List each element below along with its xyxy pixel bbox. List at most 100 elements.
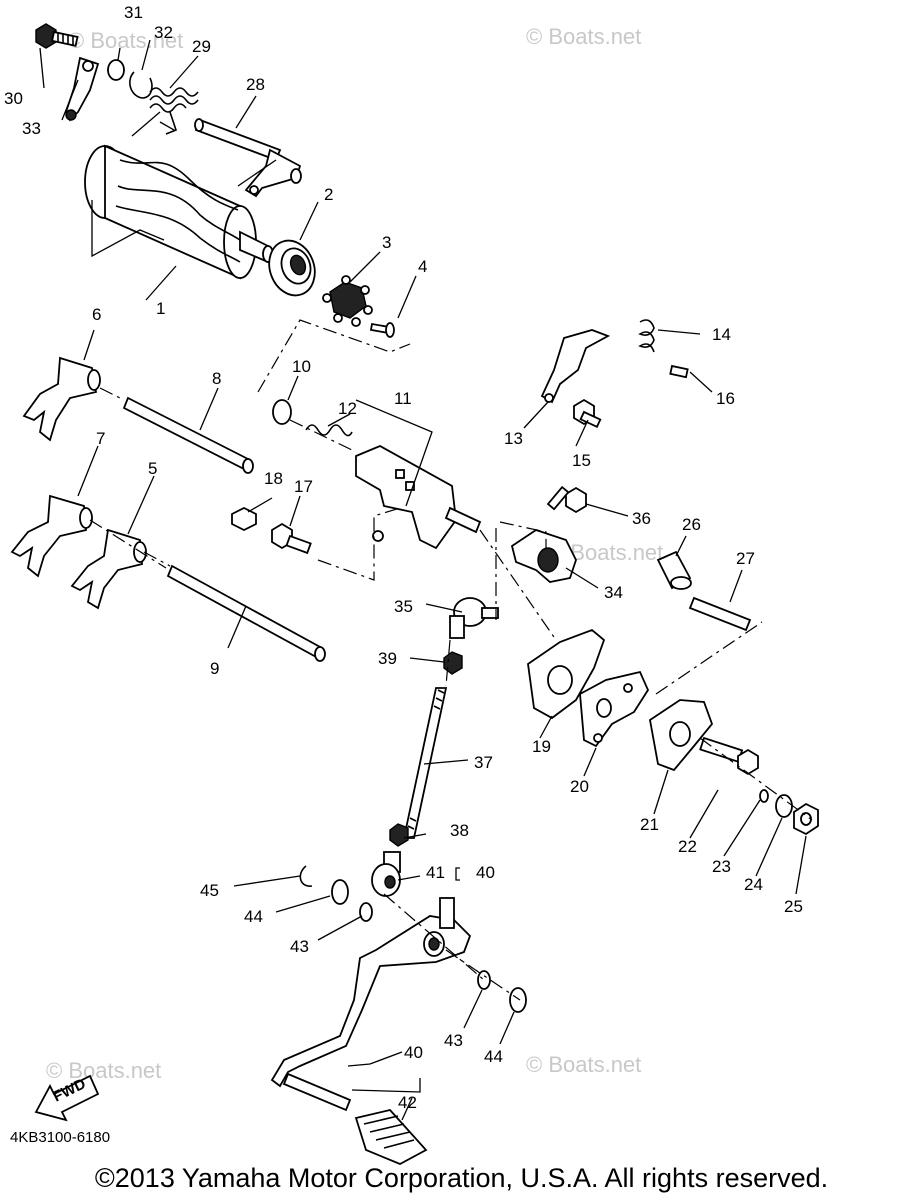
part-25-nut: [793, 802, 819, 836]
callout-3: 3: [382, 233, 391, 252]
callout-29: 29: [192, 37, 211, 56]
watermark-1: © Boats.net: [68, 28, 183, 53]
watermarks: © Boats.net © Boats.net © Boats.net © Bo…: [46, 24, 663, 1083]
part-42-pedal-rubber: [354, 1109, 428, 1165]
callout-21: 21: [640, 815, 659, 834]
callout-40-top: 40: [476, 863, 495, 882]
callout-1: 1: [156, 299, 165, 318]
part-38-nut: [389, 823, 409, 847]
callout-41: 41: [426, 863, 445, 882]
part-8-guide-bar: [122, 396, 254, 474]
part-30-bolt: [35, 23, 79, 49]
callout-18: 18: [264, 469, 283, 488]
part-4-screw: [369, 322, 395, 338]
part-34-joint: [510, 529, 577, 583]
part-43-oring-b: [477, 970, 491, 990]
fwd-arrow-icon: FWD: [34, 1074, 100, 1122]
part-16-pin: [669, 364, 689, 379]
part-11-shift-guide: [355, 445, 482, 550]
callout-17: 17: [294, 477, 313, 496]
part-43-oring-a: [359, 902, 373, 922]
callout-44-b: 44: [484, 1047, 503, 1066]
watermark-5: © Boats.net: [526, 1052, 641, 1077]
part-10-washer: [272, 399, 292, 425]
part-9-guide-bar: [166, 564, 326, 662]
part-12-spring: [305, 424, 353, 437]
callout-7: 7: [96, 429, 105, 448]
callout-33: 33: [22, 119, 41, 138]
callout-39: 39: [378, 649, 397, 668]
part-28-shift-shaft: [194, 118, 302, 198]
part-36-bolt: [546, 485, 587, 514]
callout-42: 42: [398, 1093, 417, 1112]
callout-38: 38: [450, 821, 469, 840]
part-5-shift-fork: [70, 528, 147, 610]
callout-8: 8: [212, 369, 221, 388]
callout-37: 37: [474, 753, 493, 772]
callout-4: 4: [418, 257, 427, 276]
callout-15: 15: [572, 451, 591, 470]
callout-12: 12: [338, 399, 357, 418]
part-18-nut: [231, 506, 257, 532]
part-33-stopper-lever: [65, 56, 100, 122]
part-24-washer: [775, 794, 793, 818]
part-39-nut: [443, 651, 463, 675]
part-44-washer-b: [509, 987, 527, 1013]
callout-30: 30: [4, 89, 23, 108]
part-37-shift-rod: [402, 687, 448, 839]
part-45-clip: [299, 865, 313, 887]
watermark-4: © Boats.net: [46, 1058, 161, 1083]
callout-16: 16: [716, 389, 735, 408]
part-15-bolt: [573, 398, 602, 429]
leader-lines: [39, 39, 807, 1121]
callout-45: 45: [200, 881, 219, 900]
callout-44-a: 44: [244, 907, 263, 926]
callout-25: 25: [784, 897, 803, 916]
part-20-plate: [579, 670, 650, 748]
part-35-joint: [449, 597, 499, 639]
part-17-bolt: [271, 522, 312, 555]
part-7-shift-fork: [10, 494, 93, 578]
callout-13: 13: [504, 429, 523, 448]
part-27-pin: [688, 596, 752, 632]
copyright-notice: ©2013 Yamaha Motor Corporation, U.S.A. A…: [94, 1163, 829, 1193]
part-1-shift-drum: [84, 144, 274, 280]
part-3-segment: [322, 275, 373, 327]
callout-43-b: 43: [444, 1031, 463, 1050]
part-22-bolt: [699, 736, 759, 776]
watermark-2: © Boats.net: [526, 24, 641, 49]
part-40-shift-pedal: [270, 897, 472, 1112]
part-2-bearing: [268, 239, 316, 297]
callout-labels: 1 2 3 4 5 6 7 8 9 10 11 12 13 14 15 16 1…: [4, 3, 803, 1112]
part-26-collar: [656, 550, 692, 590]
part-29-spring: [149, 87, 199, 135]
dashed-assembly-lines: [89, 319, 813, 1001]
part-44-washer-a: [331, 879, 349, 905]
callout-31: 31: [124, 3, 143, 22]
part-6-shift-fork: [22, 356, 101, 442]
callout-32: 32: [154, 23, 173, 42]
callout-11: 11: [394, 389, 412, 408]
callout-28: 28: [246, 75, 265, 94]
callout-43-a: 43: [290, 937, 309, 956]
callout-5: 5: [148, 459, 157, 478]
callout-23: 23: [712, 857, 731, 876]
callout-35: 35: [394, 597, 413, 616]
callout-27: 27: [736, 549, 755, 568]
callout-9: 9: [210, 659, 219, 678]
diagram-code: 4KB3100-6180: [10, 1129, 110, 1146]
part-19-shift-arm: [527, 628, 606, 720]
callout-19: 19: [532, 737, 551, 756]
callout-40-bottom: 40: [404, 1043, 423, 1062]
callout-36: 36: [632, 509, 651, 528]
callout-24: 24: [744, 875, 763, 894]
callout-6: 6: [92, 305, 101, 324]
part-41-joint: [371, 851, 401, 897]
part-21-lever: [649, 699, 714, 772]
callout-14: 14: [712, 325, 731, 344]
callout-10: 10: [292, 357, 311, 376]
callout-2: 2: [324, 185, 333, 204]
part-31-washer: [107, 59, 125, 81]
part-13-arm: [540, 329, 611, 404]
